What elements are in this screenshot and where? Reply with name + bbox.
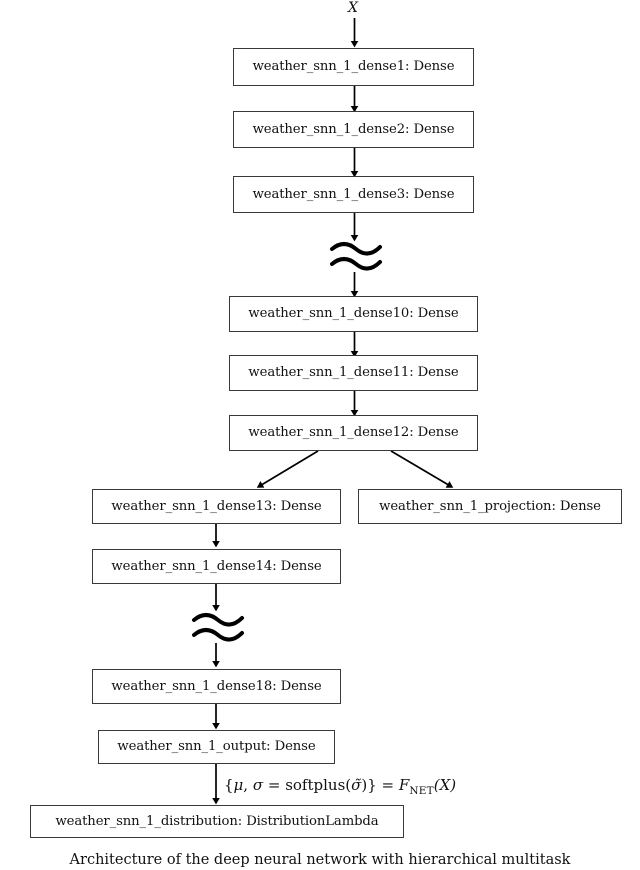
node-dense2-label: weather_snn_1_dense2: Dense bbox=[252, 121, 455, 137]
edge-formula-sigma: σ bbox=[252, 776, 264, 794]
edge-dense12-projection bbox=[390, 450, 454, 488]
node-dense10-label: weather_snn_1_dense10: Dense bbox=[248, 306, 459, 322]
node-projection-label: weather_snn_1_projection: Dense bbox=[379, 498, 601, 514]
node-projection[interactable]: weather_snn_1_projection: Dense bbox=[358, 489, 622, 524]
node-dense3-label: weather_snn_1_dense3: Dense bbox=[252, 186, 455, 202]
node-dense12-label: weather_snn_1_dense12: Dense bbox=[248, 425, 459, 441]
node-dense1[interactable]: weather_snn_1_dense1: Dense bbox=[233, 48, 474, 86]
edge-formula-comma: , bbox=[243, 776, 253, 794]
ellipsis-wave-2 bbox=[192, 613, 244, 642]
node-dense13[interactable]: weather_snn_1_dense13: Dense bbox=[92, 489, 341, 524]
node-dense2[interactable]: weather_snn_1_dense2: Dense bbox=[233, 111, 474, 148]
edge-formula-f: F bbox=[398, 776, 410, 794]
edge-formula-brace-open: { bbox=[224, 776, 234, 794]
node-dense11[interactable]: weather_snn_1_dense11: Dense bbox=[229, 355, 478, 391]
node-output[interactable]: weather_snn_1_output: Dense bbox=[98, 730, 335, 764]
node-dense3[interactable]: weather_snn_1_dense3: Dense bbox=[233, 176, 474, 213]
node-output-label: weather_snn_1_output: Dense bbox=[117, 739, 316, 755]
edge-formula-brace-close: } bbox=[367, 776, 377, 794]
node-dense12[interactable]: weather_snn_1_dense12: Dense bbox=[229, 415, 478, 451]
edge-formula-equals: = bbox=[263, 776, 286, 794]
node-dense13-label: weather_snn_1_dense13: Dense bbox=[111, 498, 322, 514]
node-distribution[interactable]: weather_snn_1_distribution: Distribution… bbox=[30, 805, 404, 838]
node-dense10[interactable]: weather_snn_1_dense10: Dense bbox=[229, 296, 478, 332]
edge-formula-sigma-tilde: σ̃ bbox=[351, 776, 362, 794]
edge-dense12-dense13 bbox=[256, 450, 319, 488]
node-distribution-label: weather_snn_1_distribution: Distribution… bbox=[55, 813, 379, 829]
node-dense18-label: weather_snn_1_dense18: Dense bbox=[111, 678, 322, 694]
figure-caption: Architecture of the deep neural network … bbox=[69, 852, 571, 868]
ellipsis-wave-1 bbox=[330, 242, 382, 271]
edge-formula-arg: (X) bbox=[433, 776, 457, 794]
edge-formula-net-subscript: NET bbox=[409, 785, 434, 797]
input-label: X bbox=[348, 0, 358, 16]
node-dense14[interactable]: weather_snn_1_dense14: Dense bbox=[92, 549, 341, 584]
node-dense14-label: weather_snn_1_dense14: Dense bbox=[111, 558, 322, 574]
edge-formula-softplus: softplus( bbox=[285, 776, 352, 794]
edge-formula: {μ, σ = softplus(σ̃)} = FNET(X) bbox=[224, 776, 456, 797]
node-dense18[interactable]: weather_snn_1_dense18: Dense bbox=[92, 669, 341, 704]
node-dense1-label: weather_snn_1_dense1: Dense bbox=[252, 59, 455, 75]
edge-formula-mu: μ bbox=[233, 776, 244, 794]
edge-formula-paren-close: ) bbox=[361, 776, 368, 794]
edge-formula-equals2: = bbox=[376, 776, 399, 794]
node-dense11-label: weather_snn_1_dense11: Dense bbox=[248, 365, 459, 381]
